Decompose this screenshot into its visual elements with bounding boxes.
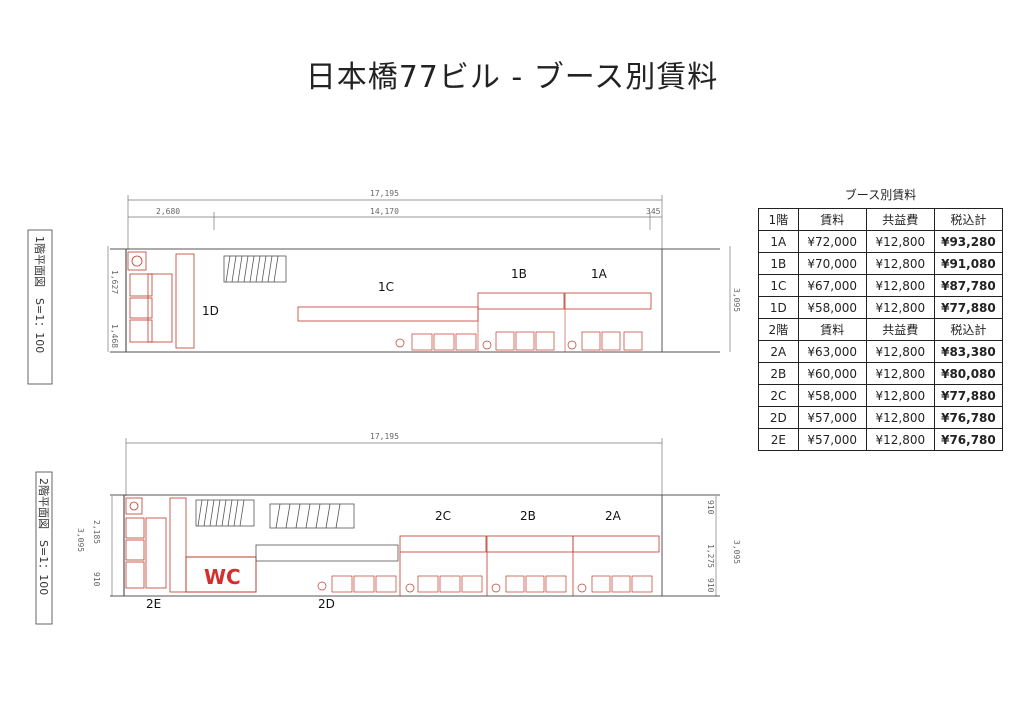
floor2-dim-r-b: 1,275: [706, 544, 715, 568]
floor2-dim-h-a: 2,185: [92, 520, 101, 544]
price-table-row: 1D¥58,000¥12,800¥77,880: [758, 296, 1004, 319]
booth-label-2a: 2A: [605, 509, 622, 523]
price-table-row: 1A¥72,000¥12,800¥93,280: [758, 230, 1004, 253]
price-cell: ¥70,000: [797, 252, 867, 275]
floor1-plan: 1階平面図 S=1：100 17,195 2,680 14,170 345 1,…: [27, 189, 741, 385]
booth-id-cell: 2D: [758, 406, 799, 429]
total-cell: ¥87,780: [933, 274, 1004, 297]
floor2-dim-r-c: 3,095: [732, 540, 741, 564]
price-cell: ¥12,800: [865, 252, 935, 275]
price-cell: ¥57,000: [797, 406, 867, 429]
floor1-side-label: 1階平面図 S=1：100: [33, 236, 47, 353]
price-cell: ¥12,800: [865, 428, 935, 451]
price-table-row: 2B¥60,000¥12,800¥80,080: [758, 362, 1004, 385]
floor1-dim-h-total: 3,095: [732, 288, 741, 312]
price-table-header-cell: 税込計: [933, 208, 1004, 231]
total-cell: ¥91,080: [933, 252, 1004, 275]
floor1-dim-left: 2,680: [156, 207, 180, 216]
total-cell: ¥83,380: [933, 340, 1004, 363]
booth-id-cell: 2B: [758, 362, 799, 385]
booth-label-1d: 1D: [202, 304, 219, 318]
total-cell: ¥76,780: [933, 406, 1004, 429]
price-table-header-row: 2階賃料共益費税込計: [758, 318, 1004, 341]
floor2-dim-r-a: 910: [706, 500, 715, 515]
booth-label-1c: 1C: [378, 280, 394, 294]
booth-id-cell: 2E: [758, 428, 799, 451]
floor1-dim-total: 17,195: [370, 189, 399, 198]
floor1-dim-right: 345: [646, 207, 661, 216]
price-table-header-cell: 税込計: [933, 318, 1004, 341]
price-cell: ¥60,000: [797, 362, 867, 385]
booth-id-cell: 1B: [758, 252, 799, 275]
floor1-side-label-frame: [27, 229, 53, 385]
floor2-dim-total: 17,195: [370, 432, 399, 441]
floor1-dim-h-top: 1,627: [110, 270, 119, 294]
price-cell: ¥12,800: [865, 362, 935, 385]
price-table-header-cell: 賃料: [797, 318, 867, 341]
price-table-row: 2E¥57,000¥12,800¥76,780: [758, 428, 1004, 451]
price-table-row: 2C¥58,000¥12,800¥77,880: [758, 384, 1004, 407]
price-table-row: 1C¥67,000¥12,800¥87,780: [758, 274, 1004, 297]
price-cell: ¥63,000: [797, 340, 867, 363]
booth-label-1a: 1A: [591, 267, 608, 281]
total-cell: ¥77,880: [933, 296, 1004, 319]
price-table-row: 2A¥63,000¥12,800¥83,380: [758, 340, 1004, 363]
total-cell: ¥77,880: [933, 384, 1004, 407]
floor2-side-label-frame: [35, 471, 53, 625]
booth-id-cell: 2A: [758, 340, 799, 363]
price-cell: ¥12,800: [865, 406, 935, 429]
floor2-dim-r-d: 910: [706, 578, 715, 593]
price-cell: ¥12,800: [865, 274, 935, 297]
total-cell: ¥80,080: [933, 362, 1004, 385]
booth-id-cell: 1D: [758, 296, 799, 319]
page-title: 日本橋77ビル - ブース別賃料: [305, 60, 719, 95]
price-table-header-cell: 2階: [758, 318, 799, 341]
price-table-row: 2D¥57,000¥12,800¥76,780: [758, 406, 1004, 429]
price-table-header-row: 1階賃料共益費税込計: [758, 208, 1004, 231]
price-table-header-cell: 共益費: [865, 208, 935, 231]
total-cell: ¥76,780: [933, 428, 1004, 451]
booth-label-2e: 2E: [146, 597, 161, 611]
floor2-side-label: 2階平面図 S=1：100: [37, 478, 51, 595]
price-cell: ¥12,800: [865, 230, 935, 253]
price-cell: ¥72,000: [797, 230, 867, 253]
floor2-plan: 2階平面図 S=1：100 17,195 2,185 3,095 910 910…: [35, 432, 741, 625]
price-table-header-cell: 1階: [758, 208, 799, 231]
floor1-dim-h-bot: 1,468: [110, 324, 119, 348]
booth-id-cell: 2C: [758, 384, 799, 407]
booth-id-cell: 1A: [758, 230, 799, 253]
price-cell: ¥12,800: [865, 340, 935, 363]
price-cell: ¥12,800: [865, 296, 935, 319]
price-cell: ¥67,000: [797, 274, 867, 297]
price-cell: ¥57,000: [797, 428, 867, 451]
booth-label-2b: 2B: [520, 509, 536, 523]
floor1-dim-mid: 14,170: [370, 207, 399, 216]
price-table-header-cell: 共益費: [865, 318, 935, 341]
booth-label-2d: 2D: [318, 597, 335, 611]
floor2-dim-h-b: 3,095: [76, 528, 85, 552]
wc-label: WC: [204, 565, 241, 589]
booth-label-1b: 1B: [511, 267, 527, 281]
total-cell: ¥93,280: [933, 230, 1004, 253]
booth-id-cell: 1C: [758, 274, 799, 297]
price-table-row: 1B¥70,000¥12,800¥91,080: [758, 252, 1004, 275]
price-table-header-cell: 賃料: [797, 208, 867, 231]
price-cell: ¥58,000: [797, 384, 867, 407]
booth-label-2c: 2C: [435, 509, 451, 523]
price-table-caption: ブース別賃料: [844, 188, 917, 202]
price-cell: ¥12,800: [865, 384, 935, 407]
price-cell: ¥58,000: [797, 296, 867, 319]
floor2-dim-h-c: 910: [92, 572, 101, 587]
floor-plans: 1階平面図 S=1：100 17,195 2,680 14,170 345 1,…: [27, 189, 741, 625]
